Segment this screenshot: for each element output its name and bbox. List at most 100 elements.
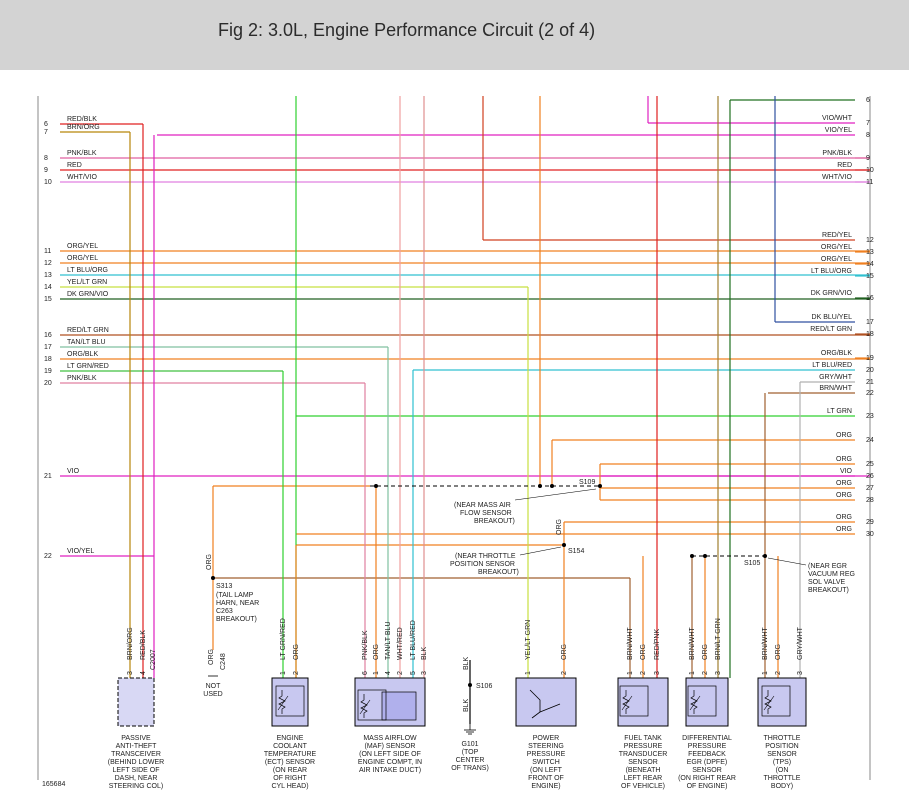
left-wire-number: 19 xyxy=(44,368,52,375)
tps-label: SENSOR xyxy=(767,751,797,758)
right-wire-label: LT BLU/RED xyxy=(812,362,852,369)
ftp-sensor-icon-resistor xyxy=(622,690,630,714)
ftp-label: SENSOR xyxy=(628,759,658,766)
ect-label: TEMPERATURE xyxy=(264,751,317,758)
tps-pin-wire: BRN/WHT xyxy=(762,627,769,660)
s106-label: S106 xyxy=(476,683,492,690)
right-wire-number: 18 xyxy=(866,331,874,338)
left-wire-label: LT GRN/RED xyxy=(67,363,109,370)
s154-note-3: BREAKOUT) xyxy=(478,569,519,576)
right-wire-number: 27 xyxy=(866,485,874,492)
right-wire-number: 30 xyxy=(866,531,874,538)
ect-sensor-icon-resistor xyxy=(278,690,286,714)
left-wire-label: TAN/LT BLU xyxy=(67,339,106,346)
right-wire-label: ORG xyxy=(836,514,852,521)
ect-label: COOLANT xyxy=(273,743,308,750)
s109-node xyxy=(598,484,602,488)
s313-note-3: C263 xyxy=(216,608,233,615)
right-wire-label: ORG xyxy=(836,492,852,499)
psp-label: FRONT OF xyxy=(528,775,564,782)
dpfe-label: EGR (DPFE) xyxy=(687,759,727,766)
s313-node xyxy=(211,576,215,580)
right-wire-label: VIO/YEL xyxy=(825,127,852,134)
s106-wire-top: BLK xyxy=(463,656,470,670)
left-wire-label: ORG/BLK xyxy=(67,351,98,358)
right-wire-number: 25 xyxy=(866,461,874,468)
right-wire-label: BRN/WHT xyxy=(819,385,852,392)
s105-note-3: SOL VALVE xyxy=(808,579,846,586)
left-wire-label: ORG/YEL xyxy=(67,243,98,250)
tps-box xyxy=(757,677,807,727)
left-wire-label: VIO xyxy=(67,468,80,475)
left-wire-number: 22 xyxy=(44,553,52,560)
right-wire-label: ORG xyxy=(836,480,852,487)
right-wire-number: 10 xyxy=(866,167,874,174)
left-wire-number: 17 xyxy=(44,344,52,351)
s154-note-1: (NEAR THROTTLE xyxy=(455,553,516,560)
tps-label: (TPS) xyxy=(773,759,791,766)
tps-pin-wire: ORG xyxy=(775,644,782,660)
s109-note-3: BREAKOUT) xyxy=(474,518,515,525)
s109-node-b xyxy=(550,484,554,488)
tps-sensor-icon xyxy=(761,685,791,717)
tps-pin: 2 xyxy=(775,671,782,675)
dpfe-label: FEEDBACK xyxy=(688,751,726,758)
right-wire-label: ORG/YEL xyxy=(821,256,852,263)
right-wire-label: DK GRN/VIO xyxy=(811,290,853,297)
c248-wire: ORG xyxy=(208,649,215,665)
ftp-label: TRANSDUCER xyxy=(619,751,668,758)
psp-label: SWITCH xyxy=(532,759,560,766)
ftp-pin-wire: BRN/WHT xyxy=(627,627,634,660)
ect-label: CYL HEAD) xyxy=(271,783,308,790)
tps-sensor-icon-frame xyxy=(761,685,791,717)
ftp-pin-wire: RED/PNK xyxy=(654,629,661,660)
maf-pin-wire: BLK xyxy=(421,646,428,660)
right-wire-number: 26 xyxy=(866,473,874,480)
left-wire-label: VIO/YEL xyxy=(67,548,94,555)
c248-label: USED xyxy=(203,691,222,698)
psp-pin-wire: YEL/LT GRN xyxy=(525,620,532,660)
left-wire-number: 20 xyxy=(44,380,52,387)
right-wire-number: 19 xyxy=(866,355,874,362)
right-wire-label: LT BLU/ORG xyxy=(811,268,852,275)
left-wire-label: LT BLU/ORG xyxy=(67,267,108,274)
right-wire-number: 23 xyxy=(866,413,874,420)
left-wire-label: BRN/ORG xyxy=(67,124,100,131)
left-wire-number: 14 xyxy=(44,284,52,291)
psp-switch-line xyxy=(529,689,541,719)
s109-note-1: (NEAR MASS AIR xyxy=(454,502,511,509)
right-wire-number: 22 xyxy=(866,390,874,397)
right-wire-number: 17 xyxy=(866,319,874,326)
left-wire-number: 18 xyxy=(44,356,52,363)
tps-label: THROTTLE xyxy=(764,775,801,782)
maf-pin-wire: WHT/RED xyxy=(397,627,404,660)
ftp-label: FUEL TANK xyxy=(624,735,662,742)
tps-sensor-icon-resistor xyxy=(764,690,772,714)
wiring-diagram: 6RED/BLK7BRN/ORG8PNK/BLK9RED10WHT/VIO11O… xyxy=(37,96,874,790)
maf-pin-wire: TAN/LT BLU xyxy=(385,621,392,660)
left-wire-number: 15 xyxy=(44,296,52,303)
right-wire-number: 9 xyxy=(866,155,870,162)
right-wire-label: ORG xyxy=(836,432,852,439)
maf-pin: 6 xyxy=(362,671,369,675)
s105-node-b xyxy=(703,554,707,558)
pats-label: (BEHIND LOWER xyxy=(108,759,164,766)
right-wire-label: DK BLU/YEL xyxy=(812,314,853,321)
s105-note-4: BREAKOUT) xyxy=(808,587,849,594)
tps-pin: 1 xyxy=(762,671,769,675)
right-wire-label: VIO/WHT xyxy=(822,115,853,122)
s313-note-4: BREAKOUT) xyxy=(216,616,257,623)
maf-sensor-icon-frame xyxy=(357,689,387,721)
left-wire-number: 8 xyxy=(44,155,48,162)
ftp-label: OF VEHICLE) xyxy=(621,783,665,790)
maf-label: MASS AIRFLOW xyxy=(363,735,417,742)
maf-sensor-icon-wiper xyxy=(359,699,371,715)
tps-pin-wire: GRY/WHT xyxy=(797,626,804,660)
dpfe-pin: 1 xyxy=(689,671,696,675)
left-wire-label: PNK/BLK xyxy=(67,375,97,382)
pats-label: LEFT SIDE OF xyxy=(113,767,160,774)
pats-pin: 3 xyxy=(127,671,134,675)
pats-label: STEERING COL) xyxy=(109,783,163,790)
